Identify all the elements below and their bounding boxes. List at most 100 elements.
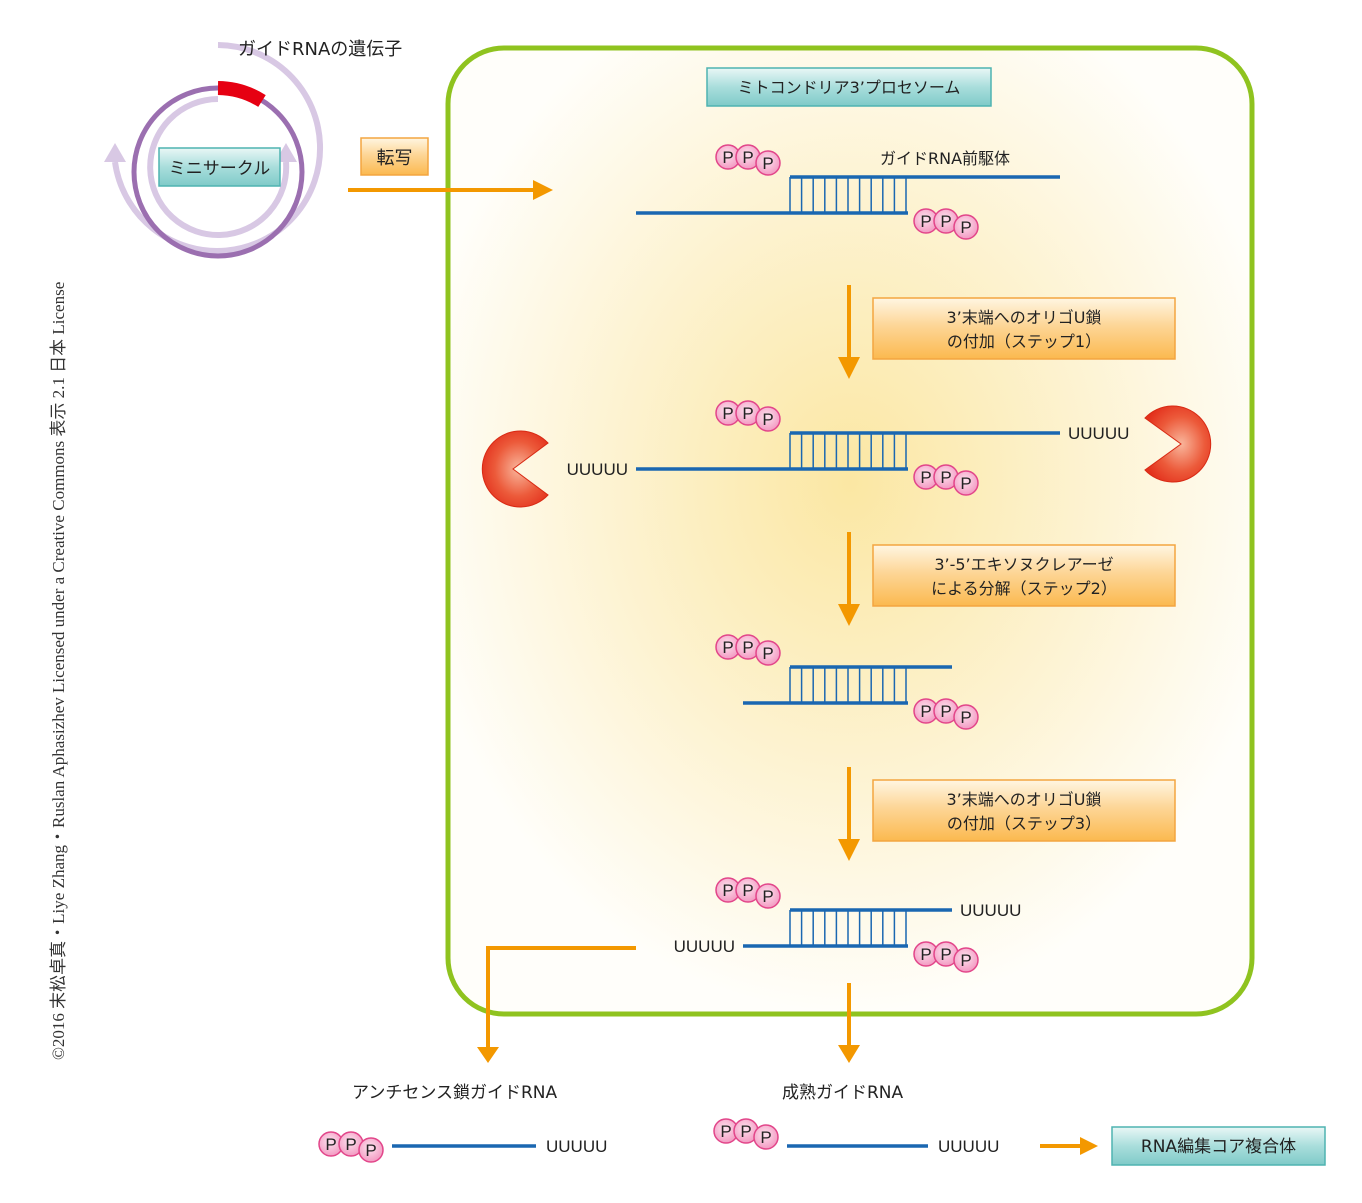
- transcription-label: 転写: [377, 148, 413, 169]
- step-label-line1: 3’末端へのオリゴU鎖: [947, 790, 1102, 809]
- phosphate-label: P: [920, 468, 931, 487]
- phosphate-label: P: [325, 1135, 336, 1154]
- phosphate-icon: [755, 406, 781, 432]
- phosphate-label: P: [762, 644, 773, 663]
- step-arrowhead-icon: [838, 839, 860, 861]
- phosphate-label: P: [920, 212, 931, 231]
- phosphate-icon: [358, 1137, 384, 1163]
- phosphate-label: P: [940, 945, 951, 964]
- phosphate-label: P: [740, 1122, 751, 1141]
- phosphate-icon: [755, 150, 781, 176]
- antisense-label: アンチセンス鎖ガイドRNA: [352, 1083, 558, 1103]
- minicircle: ガイドRNAの遺伝子 ミニサークル: [104, 39, 402, 259]
- mature-label: 成熟ガイドRNA: [782, 1082, 904, 1103]
- phosphate-label: P: [960, 708, 971, 727]
- oligo-u-tail: UUUUU: [960, 901, 1021, 920]
- mitochondrion-interior: [448, 48, 1252, 1014]
- phosphate-label: P: [742, 638, 753, 657]
- outer-arrowhead-icon: [104, 143, 126, 162]
- complex-arrowhead-icon: [1080, 1137, 1098, 1155]
- gene-segment: [217, 81, 266, 108]
- complex-label-box: [1111, 1126, 1326, 1166]
- phosphate-label: P: [762, 154, 773, 173]
- phosphate-label: P: [960, 218, 971, 237]
- step-label-box: [872, 297, 1176, 360]
- step-arrowhead-icon: [838, 357, 860, 379]
- step-label-line2: による分解（ステップ2）: [931, 579, 1117, 598]
- phosphate-icon: [755, 883, 781, 909]
- phosphate-icon: [953, 947, 979, 973]
- phosphate-label: P: [722, 638, 733, 657]
- phosphate-icon: [953, 470, 979, 496]
- phosphate-icon: [755, 640, 781, 666]
- step-arrowhead-icon: [838, 604, 860, 626]
- phosphate-label: P: [722, 881, 733, 900]
- phosphate-label: P: [742, 404, 753, 423]
- mitochondrion: [445, 45, 1255, 1017]
- mature-exit-arrowhead-icon: [838, 1045, 860, 1063]
- phosphate-label: P: [960, 474, 971, 493]
- phosphate-label: P: [742, 148, 753, 167]
- phosphate-label: P: [762, 410, 773, 429]
- exonuclease-left: [481, 430, 549, 508]
- phosphate-label: P: [940, 702, 951, 721]
- precursor-label: ガイドRNA前駆体: [880, 149, 1010, 168]
- copyright-credit: ©2016 末松卓真・Liye Zhang・Ruslan Aphasizhev …: [49, 281, 68, 1060]
- phosphate-icon: [953, 704, 979, 730]
- oligo-u-tail: UUUUU: [546, 1137, 607, 1156]
- oligo-u-tail: UUUUU: [1068, 424, 1129, 443]
- phosphate-icon: [953, 214, 979, 240]
- antisense-exit-arrowhead-icon: [477, 1047, 499, 1063]
- step-label-line1: 3’末端へのオリゴU鎖: [947, 308, 1102, 327]
- processome-title-box: [706, 67, 992, 107]
- outer-transcript-arc: [112, 42, 324, 254]
- step-label-line2: の付加（ステップ1）: [947, 332, 1101, 351]
- minicircle-label: ミニサークル: [169, 159, 271, 179]
- oligo-u-tail: UUUUU: [938, 1137, 999, 1156]
- phosphate-label: P: [940, 212, 951, 231]
- phosphate-label: P: [940, 468, 951, 487]
- step-label-line1: 3’-5’エキソヌクレアーゼ: [934, 555, 1113, 574]
- phosphate-icon: [753, 1124, 779, 1150]
- oligo-u-tail: UUUUU: [567, 460, 628, 479]
- antisense-exit-arrow-line: [486, 946, 636, 1050]
- phosphate-label: P: [920, 945, 931, 964]
- step-label-box: [872, 779, 1176, 842]
- transcription-label-box: [360, 137, 429, 176]
- exonuclease-icon: [481, 430, 549, 508]
- phosphate-label: P: [760, 1128, 771, 1147]
- gene-label: ガイドRNAの遺伝子: [238, 39, 402, 60]
- transcription-step: 転写: [348, 137, 553, 200]
- phosphate-label: P: [345, 1135, 356, 1154]
- oligo-u-tail: UUUUU: [674, 937, 735, 956]
- inner-transcript-arc: [147, 96, 290, 238]
- exonuclease-icon: [1144, 405, 1212, 483]
- minicircle-label-box: [158, 147, 281, 187]
- exonuclease-right: [1144, 405, 1212, 483]
- phosphate-label: P: [762, 887, 773, 906]
- phosphate-label: P: [722, 148, 733, 167]
- phosphate-label: P: [720, 1122, 731, 1141]
- complex-label: RNA編集コア複合体: [1141, 1137, 1296, 1157]
- transcription-arrowhead-icon: [533, 180, 553, 200]
